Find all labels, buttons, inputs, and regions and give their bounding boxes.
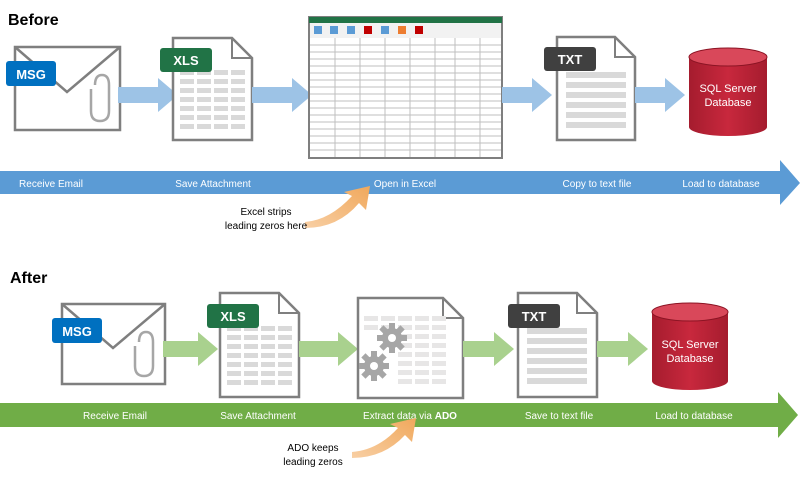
after-step-3-text: Extract data via bbox=[363, 411, 432, 422]
database-label-line1: SQL Server bbox=[661, 339, 718, 351]
after-note-line2: leading zeros bbox=[283, 457, 342, 468]
xls-badge-label: XLS bbox=[173, 53, 199, 68]
flow-arrow bbox=[463, 332, 514, 366]
after-step-3-bold: ADO bbox=[435, 411, 457, 422]
database-label-line2: Database bbox=[704, 97, 751, 109]
database-label-line1: SQL Server bbox=[699, 83, 756, 95]
before-title: Before bbox=[8, 12, 59, 29]
before-note-line2: leading zeros here bbox=[225, 221, 308, 232]
flow-arrow bbox=[163, 332, 218, 366]
before-step-5: Load to database bbox=[682, 179, 760, 190]
database-label-line2: Database bbox=[666, 353, 713, 365]
flow-arrow bbox=[118, 78, 178, 112]
msg-badge-label: MSG bbox=[62, 324, 92, 339]
before-step-1: Receive Email bbox=[19, 179, 83, 190]
msg-badge: MSG bbox=[6, 61, 56, 86]
timeline-bar-before bbox=[0, 160, 800, 205]
flow-arrow bbox=[502, 78, 552, 112]
note-arrow-before bbox=[305, 186, 370, 228]
txt-badge-label: TXT bbox=[558, 52, 583, 67]
after-step-1: Receive Email bbox=[83, 411, 147, 422]
after-title: After bbox=[10, 270, 47, 287]
xls-badge-label: XLS bbox=[220, 309, 246, 324]
note-arrow-after bbox=[352, 418, 416, 458]
excel-window-icon bbox=[308, 16, 503, 159]
xls-badge: XLS bbox=[160, 48, 212, 72]
xls-badge: XLS bbox=[207, 304, 259, 328]
before-step-3: Open in Excel bbox=[374, 179, 436, 190]
database-icon: SQL Server Database bbox=[688, 47, 768, 136]
database-icon: SQL Server Database bbox=[651, 302, 729, 390]
gear-icon bbox=[359, 351, 389, 381]
msg-envelope-icon bbox=[60, 302, 167, 386]
flow-arrow bbox=[252, 78, 312, 112]
txt-badge: TXT bbox=[508, 304, 560, 328]
msg-badge-label: MSG bbox=[16, 67, 46, 82]
after-step-5: Load to database bbox=[655, 411, 733, 422]
txt-badge-label: TXT bbox=[522, 309, 547, 324]
txt-badge: TXT bbox=[544, 47, 596, 71]
flow-arrow bbox=[597, 332, 648, 366]
after-step-2: Save Attachment bbox=[220, 411, 296, 422]
after-note-line1: ADO keeps bbox=[287, 443, 338, 454]
flow-arrow bbox=[635, 78, 685, 112]
gear-document-icon bbox=[356, 296, 465, 400]
after-step-4: Save to text file bbox=[525, 411, 594, 422]
before-note-line1: Excel strips bbox=[240, 207, 291, 218]
before-step-2: Save Attachment bbox=[175, 179, 251, 190]
msg-envelope-icon bbox=[13, 45, 122, 132]
gear-icon bbox=[377, 323, 407, 353]
after-step-3: Extract data via ADO bbox=[363, 411, 457, 422]
before-step-4: Copy to text file bbox=[563, 179, 632, 190]
timeline-bar-after bbox=[0, 392, 798, 438]
flow-arrow bbox=[299, 332, 358, 366]
msg-badge: MSG bbox=[52, 318, 102, 343]
